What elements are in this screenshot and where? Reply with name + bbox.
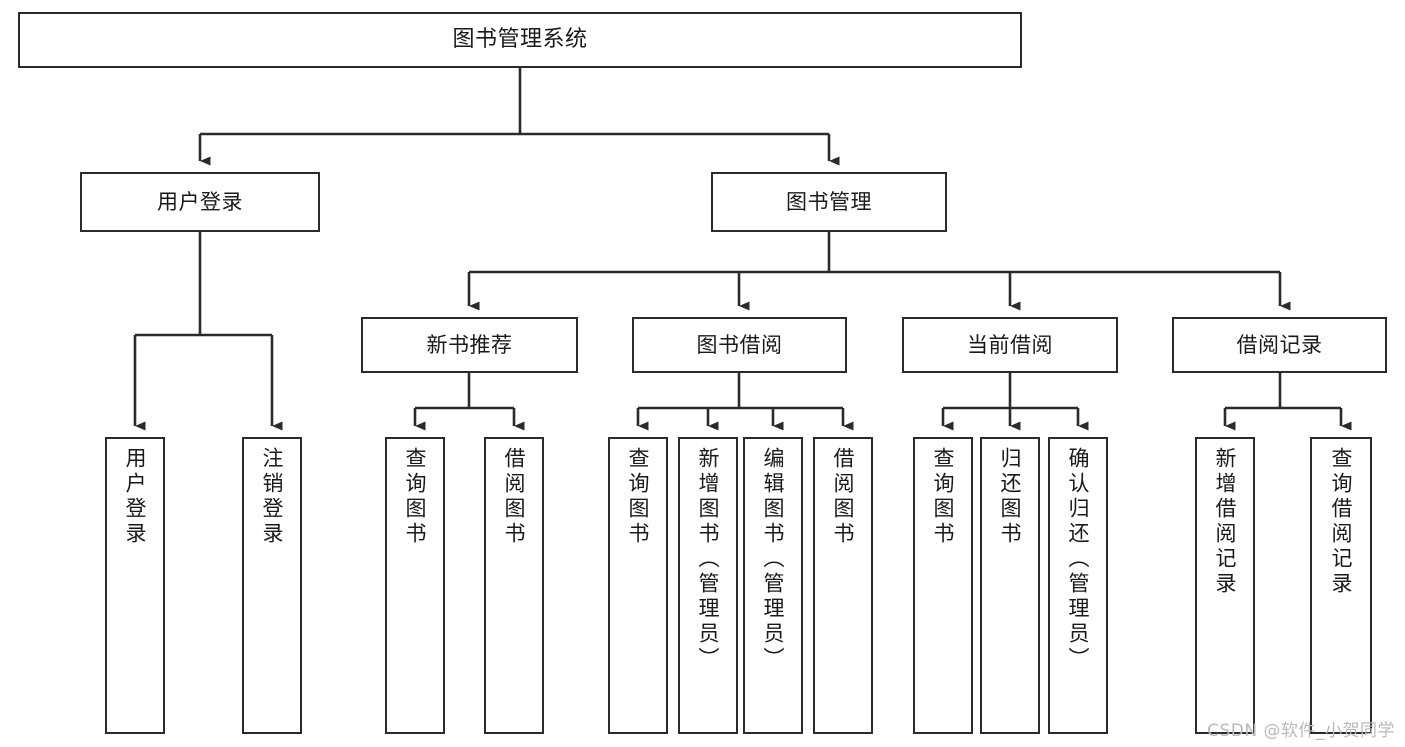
node-label: 查询图书	[626, 447, 651, 547]
node-label: 新增图书（管理员）	[696, 447, 721, 672]
leaf-query-book-recommend[interactable]: 查询图书	[385, 437, 445, 734]
leaf-query-borrow-record[interactable]: 查询借阅记录	[1310, 437, 1372, 734]
node-root-system[interactable]: 图书管理系统	[18, 12, 1022, 68]
leaf-query-book-borrow[interactable]: 查询图书	[608, 437, 668, 734]
node-label: 查询借阅记录	[1329, 447, 1354, 597]
node-label: 归还图书	[998, 447, 1023, 547]
node-label: 图书管理系统	[452, 27, 588, 53]
leaf-user-login[interactable]: 用户登录	[105, 437, 165, 734]
node-label: 借阅图书	[831, 447, 856, 547]
leaf-borrow-book[interactable]: 借阅图书	[813, 437, 873, 734]
leaf-return-book[interactable]: 归还图书	[980, 437, 1040, 734]
node-label: 借阅记录	[1236, 332, 1323, 357]
leaf-confirm-return-admin[interactable]: 确认归还（管理员）	[1048, 437, 1108, 734]
node-label: 新书推荐	[426, 332, 513, 357]
node-label: 编辑图书（管理员）	[761, 447, 786, 672]
leaf-add-book-admin[interactable]: 新增图书（管理员）	[678, 437, 738, 734]
node-label: 确认归还（管理员）	[1066, 447, 1091, 672]
leaf-query-book-current[interactable]: 查询图书	[913, 437, 973, 734]
node-book-manage[interactable]: 图书管理	[711, 172, 947, 232]
node-book-borrow[interactable]: 图书借阅	[632, 317, 847, 373]
node-label: 用户登录	[123, 447, 148, 547]
node-current-borrow[interactable]: 当前借阅	[902, 317, 1118, 373]
node-borrow-record[interactable]: 借阅记录	[1172, 317, 1387, 373]
node-user-login[interactable]: 用户登录	[80, 172, 320, 232]
node-label: 图书借阅	[696, 332, 783, 357]
node-label: 用户登录	[157, 189, 243, 214]
node-label: 新增借阅记录	[1213, 447, 1238, 597]
node-label: 借阅图书	[502, 447, 527, 547]
leaf-add-borrow-record[interactable]: 新增借阅记录	[1195, 437, 1255, 734]
node-label: 查询图书	[403, 447, 428, 547]
node-label: 当前借阅	[967, 332, 1053, 357]
leaf-edit-book-admin[interactable]: 编辑图书（管理员）	[743, 437, 803, 734]
node-label: 图书管理	[786, 189, 872, 214]
leaf-logout-login[interactable]: 注销登录	[242, 437, 302, 734]
node-new-book-recommend[interactable]: 新书推荐	[361, 317, 578, 373]
csdn-watermark: CSDN @软件_小贺同学	[1207, 721, 1395, 741]
leaf-borrow-book-recommend[interactable]: 借阅图书	[484, 437, 544, 734]
node-label: 查询图书	[931, 447, 956, 547]
node-label: 注销登录	[260, 447, 285, 547]
